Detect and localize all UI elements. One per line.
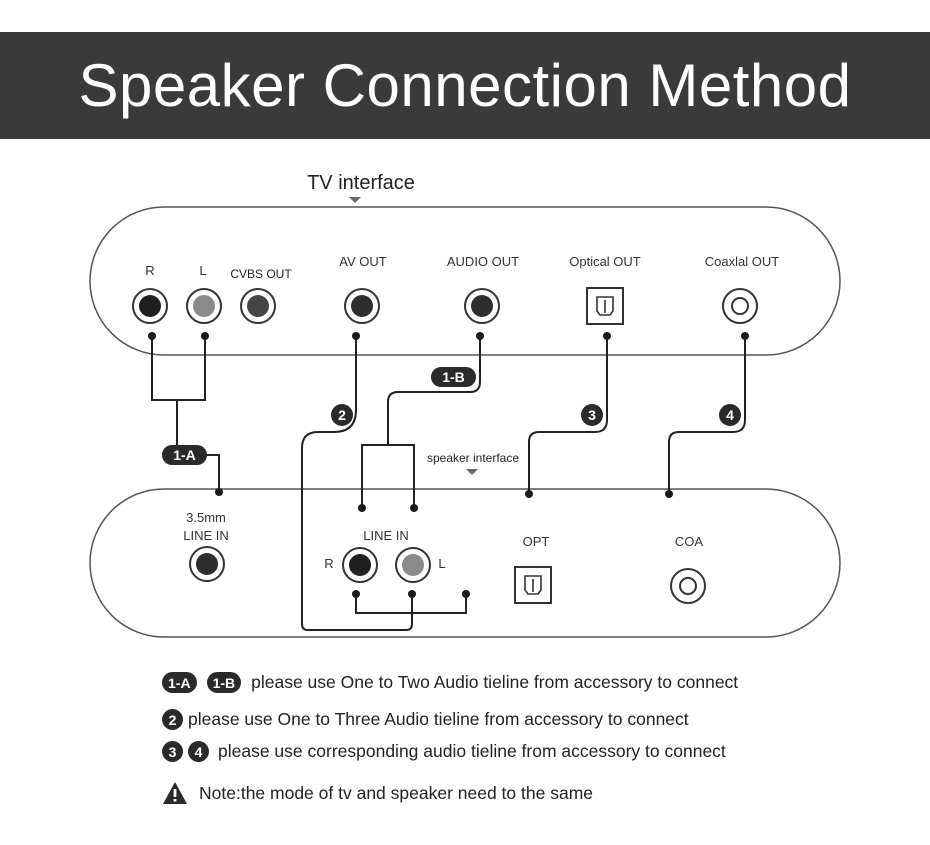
tv-pointer-icon: [349, 197, 361, 203]
legend-row-3-text: please use corresponding audio tieline f…: [218, 741, 726, 761]
svg-text:1-B: 1-B: [442, 369, 465, 385]
speaker-opt-label: OPT: [523, 534, 550, 549]
legend-row-3: 3 4 please use corresponding audio tieli…: [162, 741, 726, 762]
tv-jack-audio: [464, 288, 500, 324]
badge-1a: 1-A: [162, 445, 207, 465]
badge-1b: 1-B: [431, 367, 476, 387]
svg-text:2: 2: [338, 407, 346, 423]
legend-note-text: Note:the mode of tv and speaker need to …: [199, 782, 593, 803]
wire-1b-split: [361, 444, 415, 508]
legend-badge-1b: 1-B: [206, 672, 242, 693]
speaker-jack-35mm: [189, 546, 225, 582]
tv-panel: [89, 206, 841, 356]
tv-jack-cvbs: [240, 288, 276, 324]
speaker-pointer-icon: [466, 469, 478, 475]
legend-badge-1a: 1-A: [162, 672, 197, 693]
legend-note: Note:the mode of tv and speaker need to …: [162, 781, 593, 805]
speaker-optical-port-icon: [514, 566, 552, 604]
tv-port-optical-label: Optical OUT: [569, 254, 641, 269]
tv-port-l-label: L: [199, 263, 206, 278]
page-title: Speaker Connection Method: [78, 52, 852, 119]
legend-row-2-text: please use One to Three Audio tieline fr…: [188, 709, 689, 729]
tv-optical-port-icon: [586, 287, 624, 325]
tv-jack-r: [132, 288, 168, 324]
connection-wires: [151, 336, 746, 631]
speaker-line-in-label: LINE IN: [363, 528, 409, 543]
wire-3: [528, 336, 608, 494]
tv-port-r-label: R: [145, 263, 154, 278]
speaker-r-label: R: [324, 556, 333, 571]
speaker-panel: [89, 488, 841, 638]
speaker-interface-label: speaker interface: [427, 451, 519, 465]
svg-text:1-A: 1-A: [173, 447, 196, 463]
tv-coaxial-port-icon: [722, 288, 758, 324]
wire-4: [668, 336, 746, 494]
tv-port-coaxial-label: Coaxlal OUT: [705, 254, 779, 269]
speaker-jack-l: [395, 547, 431, 583]
tv-interface-label: TV interface: [307, 172, 415, 194]
wire-speaker-bus: [355, 594, 467, 614]
speaker-35mm-line-in-label: LINE IN: [183, 528, 229, 543]
wire-2: [301, 336, 413, 631]
legend-badge-3: 3: [162, 741, 183, 762]
speaker-coaxial-port-icon: [670, 568, 706, 604]
tv-jack-l: [186, 288, 222, 324]
wire-1a-split: [151, 336, 206, 401]
warning-icon: [163, 782, 187, 804]
legend-row-2: 2 please use One to Three Audio tieline …: [162, 709, 689, 730]
badge-3: 3: [581, 404, 603, 426]
legend-badge-4: 4: [188, 741, 209, 762]
badge-4: 4: [719, 404, 741, 426]
svg-text:3: 3: [588, 407, 596, 423]
legend-row-1-text: please use One to Two Audio tieline from…: [251, 672, 739, 692]
tv-port-audio-label: AUDIO OUT: [447, 254, 519, 269]
speaker-coa-label: COA: [675, 534, 704, 549]
speaker-35mm-label: 3.5mm: [186, 510, 226, 525]
tv-jack-av: [344, 288, 380, 324]
speaker-l-label: L: [438, 556, 445, 571]
wire-1b: [387, 336, 481, 445]
legend-badge-2: 2: [162, 709, 183, 730]
tv-port-av-label: AV OUT: [339, 254, 386, 269]
speaker-jack-r: [342, 547, 378, 583]
badge-2: 2: [331, 404, 353, 426]
legend-row-1: 1-A 1-B please use One to Two Audio tiel…: [162, 672, 738, 693]
header-banner: Speaker Connection Method: [0, 32, 930, 139]
wire-endpoints: [148, 332, 749, 598]
tv-port-cvbs-label: CVBS OUT: [230, 267, 292, 281]
svg-text:4: 4: [726, 407, 734, 423]
